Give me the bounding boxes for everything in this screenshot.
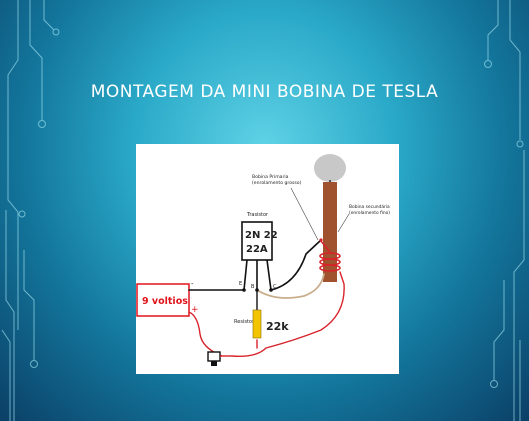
secondary-coil (323, 182, 337, 282)
pin-e-label: E (239, 281, 242, 287)
push-switch (207, 351, 232, 366)
primary-coil-label-2: (enrolamento grosso) (252, 180, 302, 186)
battery (136, 283, 190, 317)
secondary-coil-label-2: (enrolamento fino) (349, 210, 390, 216)
resistor-title: Resistor (234, 319, 255, 325)
pin-c-label: C (273, 284, 277, 290)
pin-b-label: B (251, 284, 255, 290)
battery-minus-terminal: - (191, 280, 194, 288)
battery-plus-terminal: + (191, 305, 199, 315)
slide-title: MONTAGEM DA MINI BOBINA DE TESLA (90, 82, 439, 102)
secondary-coil-label-1: Bobina secundária (349, 203, 390, 210)
circuit-schematic: Bobina Primaria (enrolamento grosso) Bob… (136, 154, 390, 366)
transistor-model-1: 2N 22 (245, 230, 278, 241)
resistor-body (252, 309, 262, 339)
transistor-title: Trasistor (246, 212, 269, 218)
battery-label: 9 voltios (142, 296, 188, 307)
resistor-value: 22k (266, 320, 289, 333)
primary-coil-label-1: Bobina Primaria (252, 174, 289, 180)
tesla-coil-diagram: Bobina Primaria (enrolamento grosso) Bob… (136, 144, 399, 374)
primary-coil (319, 252, 341, 272)
top-load-sphere (314, 154, 346, 182)
transistor-model-2: 22A (246, 244, 268, 255)
